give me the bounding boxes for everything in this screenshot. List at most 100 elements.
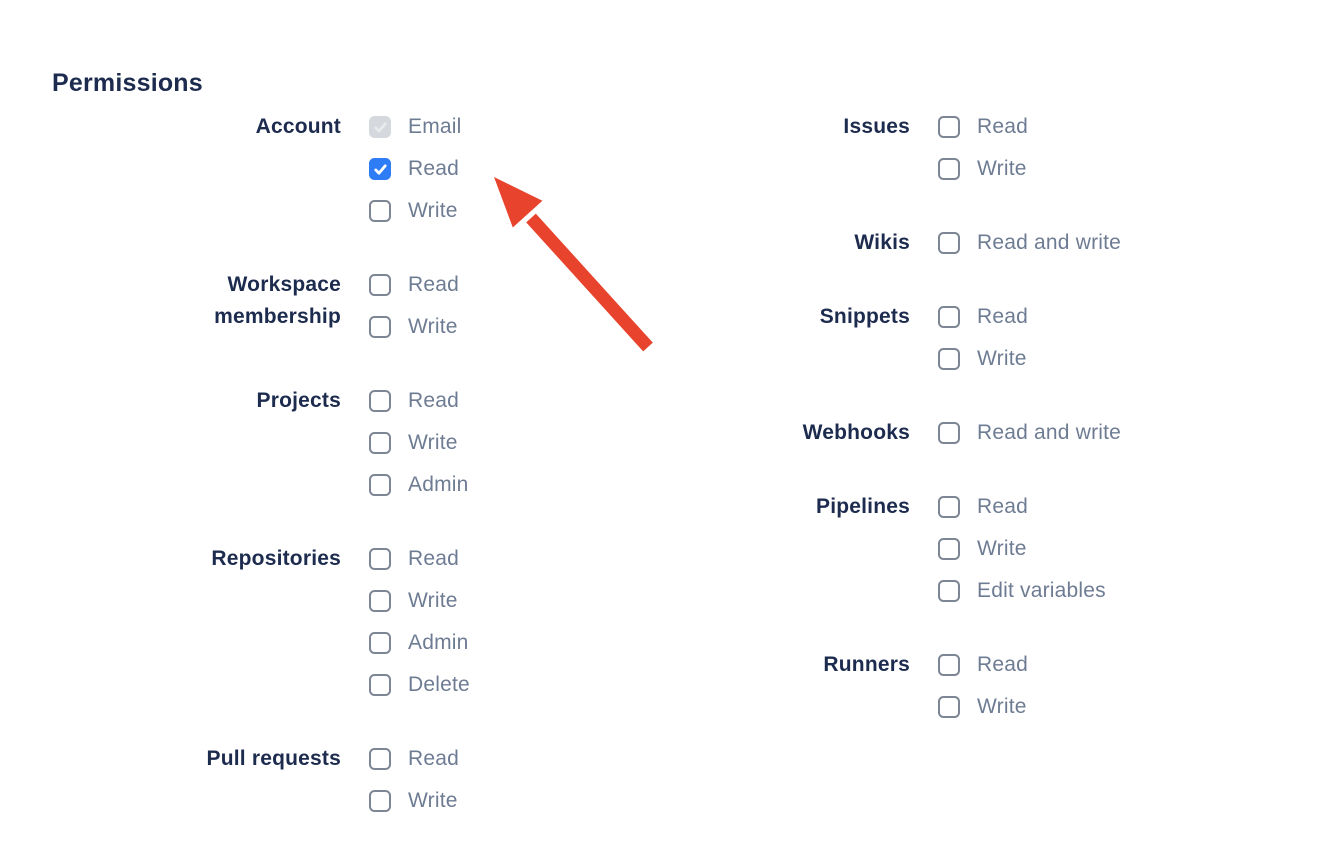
group-label-account: Account bbox=[255, 115, 341, 138]
option-label-snippets-read[interactable]: Read bbox=[977, 305, 1029, 328]
checkbox-repositories-delete[interactable] bbox=[369, 674, 391, 696]
checkbox-issues-write[interactable] bbox=[938, 158, 960, 180]
option-label-issues-write[interactable]: Write bbox=[977, 157, 1027, 180]
option-label-repositories-read[interactable]: Read bbox=[408, 547, 460, 570]
checkbox-runners-write[interactable] bbox=[938, 696, 960, 718]
option-label-pipelines-read[interactable]: Read bbox=[977, 495, 1029, 518]
option-label-repositories-write[interactable]: Write bbox=[408, 589, 458, 612]
checkbox-pull-requests-write[interactable] bbox=[369, 790, 391, 812]
checkbox-projects-read[interactable] bbox=[369, 390, 391, 412]
option-label-workspace-membership-write[interactable]: Write bbox=[408, 315, 458, 338]
option-label-account-read[interactable]: Read bbox=[408, 157, 460, 180]
option-label-repositories-admin[interactable]: Admin bbox=[408, 631, 469, 654]
option-label-projects-read[interactable]: Read bbox=[408, 389, 460, 412]
group-label-workspace-membership: Workspace membership bbox=[214, 273, 341, 328]
option-row-runners-write: Write bbox=[938, 686, 1028, 728]
option-label-pipelines-write[interactable]: Write bbox=[977, 537, 1027, 560]
checkbox-repositories-admin[interactable] bbox=[369, 632, 391, 654]
option-label-projects-write[interactable]: Write bbox=[408, 431, 458, 454]
checkmark-icon bbox=[373, 121, 387, 133]
option-row-issues-read: Read bbox=[938, 106, 1028, 148]
permission-group-webhooks: Webhooks Read and write bbox=[770, 412, 1121, 454]
checkbox-projects-write[interactable] bbox=[369, 432, 391, 454]
checkbox-pull-requests-read[interactable] bbox=[369, 748, 391, 770]
option-row-account-read: Read bbox=[369, 148, 462, 190]
checkbox-issues-read[interactable] bbox=[938, 116, 960, 138]
option-label-webhooks-read-and-write[interactable]: Read and write bbox=[977, 421, 1122, 444]
checkbox-workspace-membership-write[interactable] bbox=[369, 316, 391, 338]
checkbox-runners-read[interactable] bbox=[938, 654, 960, 676]
option-row-account-write: Write bbox=[369, 190, 462, 232]
option-row-repositories-delete: Delete bbox=[369, 664, 470, 706]
option-label-workspace-membership-read[interactable]: Read bbox=[408, 273, 460, 296]
option-row-pipelines-edit-variables: Edit variables bbox=[938, 570, 1106, 612]
option-label-account-write[interactable]: Write bbox=[408, 199, 458, 222]
option-row-projects-admin: Admin bbox=[369, 464, 469, 506]
checkbox-repositories-read[interactable] bbox=[369, 548, 391, 570]
checkbox-pipelines-write[interactable] bbox=[938, 538, 960, 560]
option-label-runners-read[interactable]: Read bbox=[977, 653, 1029, 676]
option-label-pull-requests-read[interactable]: Read bbox=[408, 747, 460, 770]
option-label-account-email: Email bbox=[408, 115, 462, 138]
checkbox-wikis-read-and-write[interactable] bbox=[938, 232, 960, 254]
annotation-arrow-shaft bbox=[526, 213, 653, 352]
option-label-pipelines-edit-variables[interactable]: Edit variables bbox=[977, 579, 1106, 602]
option-row-pull-requests-write: Write bbox=[369, 780, 459, 822]
checkbox-account-write[interactable] bbox=[369, 200, 391, 222]
group-label-webhooks: Webhooks bbox=[802, 421, 910, 444]
option-row-issues-write: Write bbox=[938, 148, 1028, 190]
option-row-snippets-read: Read bbox=[938, 296, 1028, 338]
permission-group-wikis: Wikis Read and write bbox=[770, 222, 1121, 264]
option-row-runners-read: Read bbox=[938, 644, 1028, 686]
checkbox-projects-admin[interactable] bbox=[369, 474, 391, 496]
checkbox-account-read[interactable] bbox=[369, 158, 391, 180]
option-row-repositories-read: Read bbox=[369, 538, 470, 580]
option-row-account-email: Email bbox=[369, 106, 462, 148]
checkbox-pipelines-read[interactable] bbox=[938, 496, 960, 518]
group-label-pull-requests: Pull requests bbox=[206, 747, 341, 770]
option-row-pipelines-write: Write bbox=[938, 528, 1106, 570]
group-label-pipelines: Pipelines bbox=[815, 495, 910, 518]
group-label-wikis: Wikis bbox=[854, 231, 910, 254]
option-row-webhooks-read-and-write: Read and write bbox=[938, 412, 1121, 454]
group-label-snippets: Snippets bbox=[819, 305, 910, 328]
option-label-runners-write[interactable]: Write bbox=[977, 695, 1027, 718]
option-row-snippets-write: Write bbox=[938, 338, 1028, 380]
checkbox-pipelines-edit-variables[interactable] bbox=[938, 580, 960, 602]
option-label-issues-read[interactable]: Read bbox=[977, 115, 1029, 138]
checkbox-repositories-write[interactable] bbox=[369, 590, 391, 612]
option-row-pipelines-read: Read bbox=[938, 486, 1106, 528]
checkbox-workspace-membership-read[interactable] bbox=[369, 274, 391, 296]
option-label-projects-admin[interactable]: Admin bbox=[408, 473, 469, 496]
option-label-snippets-write[interactable]: Write bbox=[977, 347, 1027, 370]
checkbox-snippets-read[interactable] bbox=[938, 306, 960, 328]
option-label-repositories-delete[interactable]: Delete bbox=[408, 673, 470, 696]
group-label-issues: Issues bbox=[843, 115, 910, 138]
option-label-pull-requests-write[interactable]: Write bbox=[408, 789, 458, 812]
option-row-projects-write: Write bbox=[369, 422, 469, 464]
group-label-repositories: Repositories bbox=[211, 547, 341, 570]
option-row-workspace-membership-write: Write bbox=[369, 306, 459, 348]
annotation-arrow-head bbox=[494, 177, 543, 228]
checkbox-webhooks-read-and-write[interactable] bbox=[938, 422, 960, 444]
option-row-workspace-membership-read: Read bbox=[369, 264, 459, 306]
checkbox-snippets-write[interactable] bbox=[938, 348, 960, 370]
option-row-repositories-admin: Admin bbox=[369, 622, 470, 664]
group-label-runners: Runners bbox=[823, 653, 910, 676]
option-label-wikis-read-and-write[interactable]: Read and write bbox=[977, 231, 1122, 254]
